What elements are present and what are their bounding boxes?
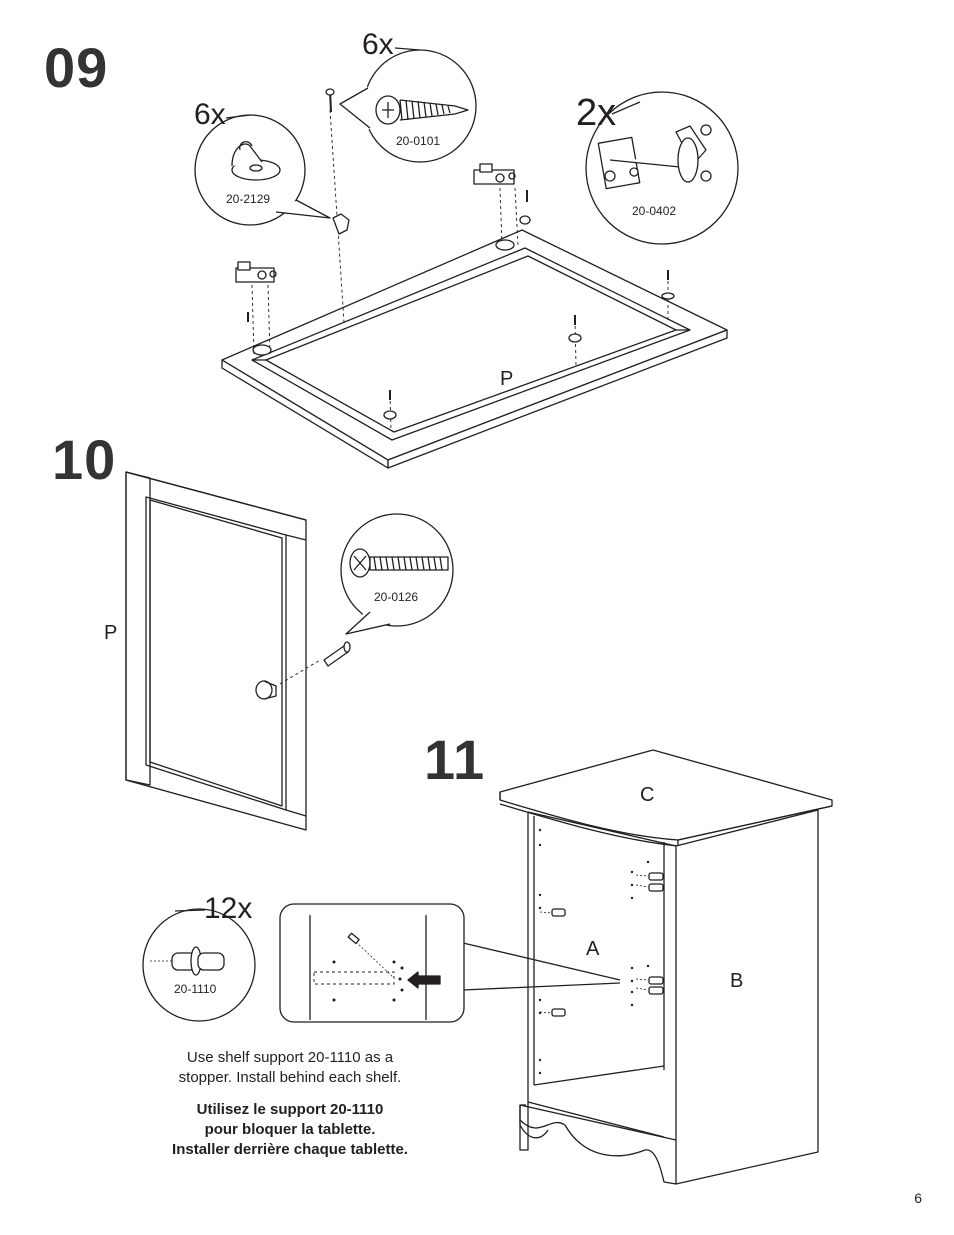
code-20-0126: 20-0126	[374, 590, 419, 604]
panel-label-10: P	[104, 622, 118, 644]
note-fr-line: Installer derrière chaque tablette.	[172, 1141, 408, 1158]
zoom-leader-lines	[462, 942, 621, 991]
shelf-support-pins	[539, 872, 664, 1017]
door-panel-09	[221, 229, 728, 469]
step-number-10: 10	[52, 428, 117, 491]
qty-20-0101: 6x	[362, 28, 394, 61]
cabinet-11	[499, 749, 833, 1185]
code-20-0402: 20-0402	[632, 204, 677, 218]
qty-20-0402: 2x	[576, 92, 617, 134]
door-panel-10	[125, 471, 307, 831]
note-french: Utilisez le support 20-1110 pour bloquer…	[130, 1100, 450, 1160]
code-20-1110: 20-1110	[174, 982, 217, 996]
cam-locks-09	[252, 213, 675, 420]
callout-camlock-20-2129	[194, 114, 331, 226]
guide-lines-09	[251, 109, 669, 431]
note-fr-line: pour bloquer la tablette.	[204, 1121, 376, 1138]
knob-10	[255, 659, 321, 700]
code-20-0101: 20-0101	[396, 134, 441, 148]
step-number-11: 11	[424, 728, 486, 791]
cabinet-label-right: B	[730, 970, 744, 992]
qty-20-1110: 12x	[204, 892, 253, 925]
note-english: Use shelf support 20-1110 as a stopper. …	[140, 1048, 440, 1088]
callout-screw-20-0101	[338, 47, 477, 163]
screws-09	[247, 88, 669, 400]
note-en-line: Use shelf support 20-1110 as a	[186, 1049, 394, 1066]
code-20-2129: 20-2129	[226, 192, 271, 206]
step-number-09: 09	[44, 36, 109, 99]
page-number: 6	[914, 1190, 922, 1206]
callout-screw-20-0126	[340, 513, 454, 636]
callout-hinge-20-0402	[585, 91, 739, 245]
panel-label-09: P	[500, 368, 514, 390]
cabinet-label-left: A	[586, 938, 600, 960]
callout-shelf-support-20-1110	[142, 908, 256, 1022]
zoom-detail-box	[279, 903, 465, 1023]
note-fr-line: Utilisez le support 20-1110	[196, 1101, 384, 1118]
cabinet-label-top: C	[640, 784, 655, 806]
hinge-left	[235, 261, 277, 283]
qty-20-2129: 6x	[194, 98, 226, 131]
hinge-right	[473, 163, 516, 185]
screw-10	[323, 641, 351, 667]
note-en-line: stopper. Install behind each shelf.	[178, 1069, 402, 1086]
